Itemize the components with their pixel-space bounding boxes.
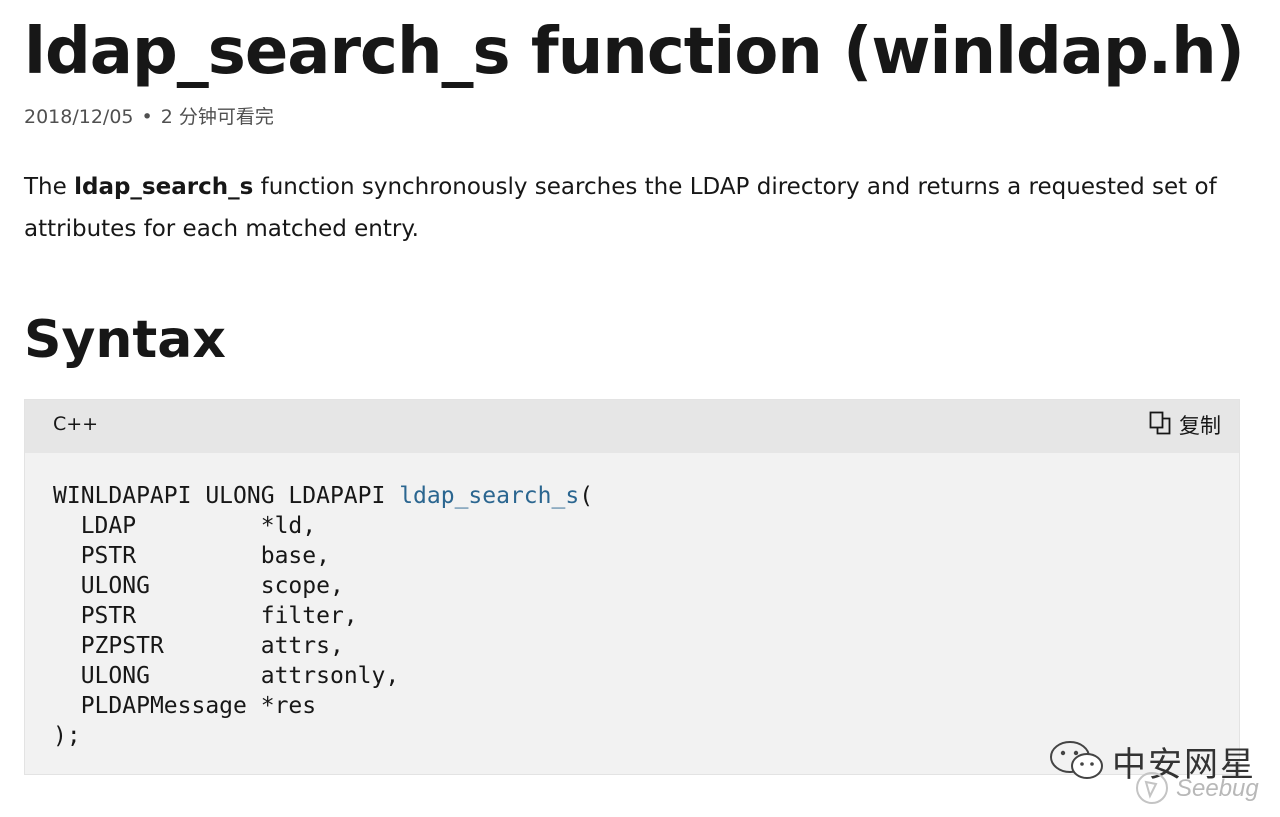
code-content: WINLDAPAPI ULONG LDAPAPI ldap_search_s( … <box>25 453 1239 751</box>
code-language: C++ <box>53 413 99 435</box>
param-type: PSTR <box>80 603 137 629</box>
param-name: base, <box>260 543 330 569</box>
param-type: ULONG <box>80 663 150 689</box>
copy-icon <box>1149 411 1171 440</box>
watermark-sub: Seebug <box>1176 775 1259 802</box>
intro-function-name: ldap_search_s <box>74 174 254 200</box>
watermark: 中安网星 Seebug <box>1048 737 1259 807</box>
copy-button[interactable]: 复制 <box>1149 410 1221 440</box>
param-type: LDAP <box>80 513 137 539</box>
copy-label: 复制 <box>1179 414 1221 438</box>
seebug-logo-icon <box>1136 772 1168 804</box>
page-title: ldap_search_s function (winldap.h) <box>24 15 1245 89</box>
publish-date: 2018/12/05 <box>24 106 134 128</box>
param-type: PZPSTR <box>80 633 164 659</box>
param-type: PSTR <box>80 543 137 569</box>
param-type: ULONG <box>80 573 150 599</box>
code-close: ); <box>53 723 81 749</box>
param-name: attrs, <box>260 633 344 659</box>
read-time: 2 分钟可看完 <box>160 106 274 128</box>
param-name: *ld, <box>260 513 317 539</box>
param-name: *res <box>260 693 317 719</box>
intro-prefix: The <box>24 174 75 200</box>
code-header: C++ 复制 <box>25 400 1239 453</box>
param-name: filter, <box>260 603 358 629</box>
meta-separator: • <box>141 106 153 128</box>
code-open-paren: ( <box>579 483 594 509</box>
syntax-heading: Syntax <box>24 310 226 370</box>
article-metadata: 2018/12/05 • 2 分钟可看完 <box>24 102 274 132</box>
intro-paragraph: The ldap_search_s function synchronously… <box>24 166 1254 250</box>
param-type: PLDAPMessage <box>80 693 247 719</box>
watermark-text: 中安网星 <box>1112 745 1256 785</box>
code-prefix: WINLDAPAPI ULONG LDAPAPI <box>53 483 400 509</box>
intro-suffix: function synchronously searches the LDAP… <box>24 174 1217 242</box>
code-function-name: ldap_search_s <box>399 483 580 509</box>
wechat-icon <box>1050 741 1103 779</box>
param-name: scope, <box>260 573 344 599</box>
param-name: attrsonly, <box>260 663 400 689</box>
code-block: C++ 复制 WINLDAPAPI ULONG LDAPAPI ldap_sea… <box>24 399 1240 775</box>
